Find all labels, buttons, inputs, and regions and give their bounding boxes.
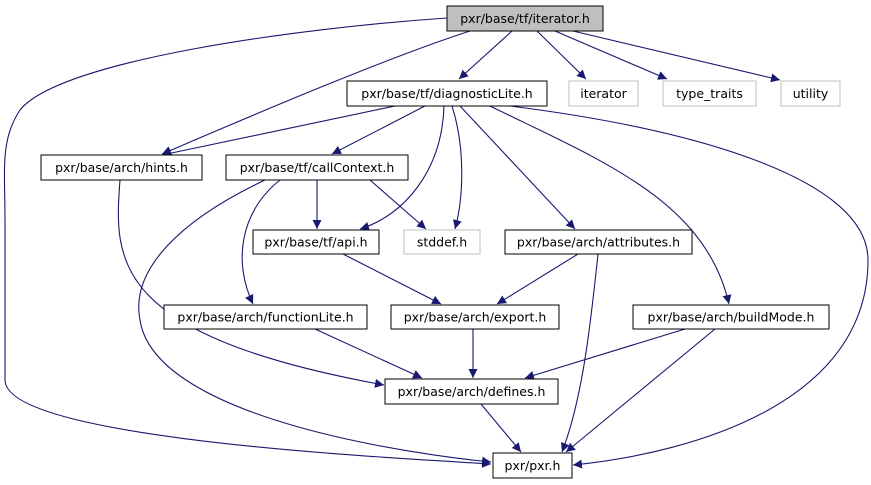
edge-buildMode-defines	[524, 328, 686, 380]
node-diagnosticLite[interactable]: pxr/base/tf/diagnosticLite.h	[346, 80, 548, 107]
edge-iterator_h-iterator	[536, 30, 587, 80]
edge-api-export	[342, 253, 442, 305]
edge-diagnosticLite-callContext	[331, 105, 426, 155]
edge-callContext-functionLite	[241, 179, 281, 305]
svg-text:pxr/base/tf/diagnosticLite.h: pxr/base/tf/diagnosticLite.h	[361, 86, 532, 101]
svg-text:pxr/pxr.h: pxr/pxr.h	[505, 458, 561, 473]
svg-text:iterator: iterator	[580, 86, 627, 101]
node-type-traits: type_traits	[662, 80, 757, 107]
node-iterator-h[interactable]: pxr/base/tf/iterator.h	[446, 5, 604, 32]
svg-text:pxr/base/tf/callContext.h: pxr/base/tf/callContext.h	[240, 160, 395, 175]
svg-text:pxr/base/arch/export.h: pxr/base/arch/export.h	[404, 310, 547, 325]
edge-diagnosticLite-api	[359, 105, 445, 231]
node-iterator: iterator	[568, 80, 639, 107]
edge-iterator_h-utility	[572, 30, 781, 83]
edge-defines-pxr	[480, 403, 522, 453]
edge-diagnosticLite-buildMode	[489, 105, 732, 305]
edge-attributes-pxr	[561, 253, 599, 453]
svg-text:utility: utility	[793, 86, 829, 101]
edge-callContext-pxr	[138, 179, 492, 466]
node-functionLite[interactable]: pxr/base/arch/functionLite.h	[163, 304, 368, 330]
edge-diagnosticLite-pxr	[509, 105, 869, 469]
svg-text:pxr/base/arch/defines.h: pxr/base/arch/defines.h	[398, 384, 546, 399]
edge-iterator_h-hints	[161, 30, 471, 155]
node-export[interactable]: pxr/base/arch/export.h	[390, 304, 560, 330]
edge-diagnosticLite-hints	[161, 105, 396, 158]
edge-iterator_h-type_traits	[554, 30, 668, 80]
node-api[interactable]: pxr/base/tf/api.h	[252, 229, 380, 255]
edge-buildMode-pxr	[565, 328, 716, 453]
edge-hints-defines	[117, 179, 385, 388]
svg-text:pxr/base/arch/functionLite.h: pxr/base/arch/functionLite.h	[177, 310, 353, 325]
node-stddef: stddef.h	[403, 229, 481, 255]
node-callContext[interactable]: pxr/base/tf/callContext.h	[225, 154, 409, 181]
svg-text:pxr/base/arch/hints.h: pxr/base/arch/hints.h	[55, 160, 188, 175]
svg-text:type_traits: type_traits	[676, 86, 743, 101]
svg-text:pxr/base/tf/iterator.h: pxr/base/tf/iterator.h	[460, 11, 590, 26]
node-defines[interactable]: pxr/base/arch/defines.h	[384, 378, 559, 405]
svg-text:pxr/base/arch/buildMode.h: pxr/base/arch/buildMode.h	[648, 310, 815, 325]
edges	[3, 17, 869, 469]
edge-iterator_h-pxr	[3, 17, 492, 468]
node-pxr[interactable]: pxr/pxr.h	[492, 452, 573, 479]
edge-diagnosticLite-stddef	[451, 105, 463, 230]
edge-functionLite-defines	[314, 328, 423, 379]
edge-iterator_h-diagnosticLite	[458, 30, 513, 80]
node-attributes[interactable]: pxr/base/arch/attributes.h	[504, 229, 693, 255]
node-utility: utility	[780, 80, 841, 107]
svg-text:pxr/base/tf/api.h: pxr/base/tf/api.h	[264, 235, 367, 250]
node-hints[interactable]: pxr/base/arch/hints.h	[40, 154, 203, 181]
svg-text:pxr/base/arch/attributes.h: pxr/base/arch/attributes.h	[517, 235, 680, 250]
edge-attributes-export	[496, 253, 579, 305]
edge-callContext-stddef	[369, 179, 427, 230]
node-buildMode[interactable]: pxr/base/arch/buildMode.h	[632, 304, 830, 330]
svg-text:stddef.h: stddef.h	[417, 235, 467, 250]
edge-diagnosticLite-attributes	[459, 105, 576, 230]
